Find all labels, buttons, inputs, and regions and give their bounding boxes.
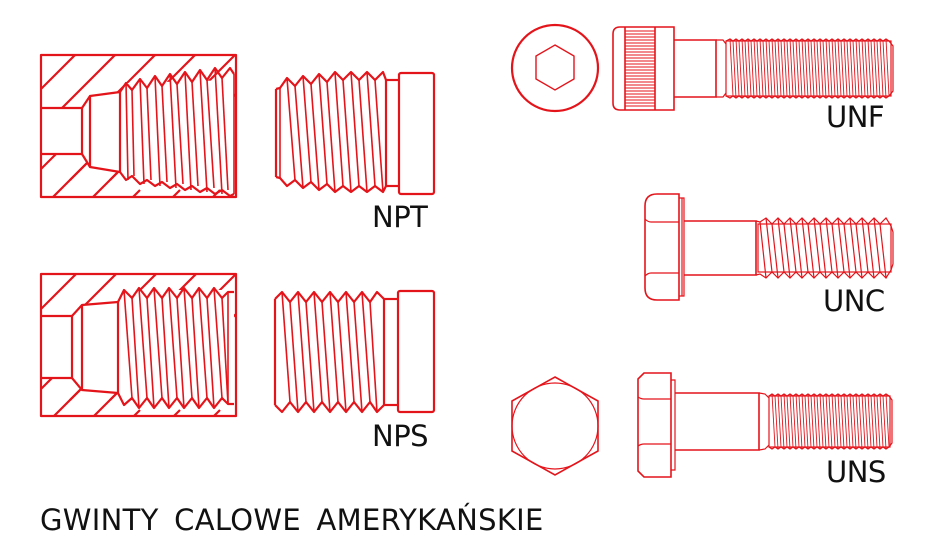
label-uns: UNS (826, 455, 886, 489)
uns-hex-bolt (637, 372, 893, 478)
label-unc: UNC (823, 284, 885, 318)
label-unf: UNF (826, 100, 885, 134)
npt-internal-section (39, 53, 238, 199)
nps-plug (273, 289, 436, 414)
socket-head-cap-screw (612, 26, 894, 111)
unc-hex-bolt (644, 193, 894, 301)
npt-plug (274, 70, 436, 196)
label-npt: NPT (372, 200, 428, 234)
nps-internal-section (39, 272, 238, 418)
socket-head-top-view (510, 23, 600, 113)
page-title: GWINTY CALOWE AMERYKAŃSKIE (40, 503, 544, 537)
label-nps: NPS (372, 419, 429, 453)
hex-head-top-view (511, 376, 599, 476)
